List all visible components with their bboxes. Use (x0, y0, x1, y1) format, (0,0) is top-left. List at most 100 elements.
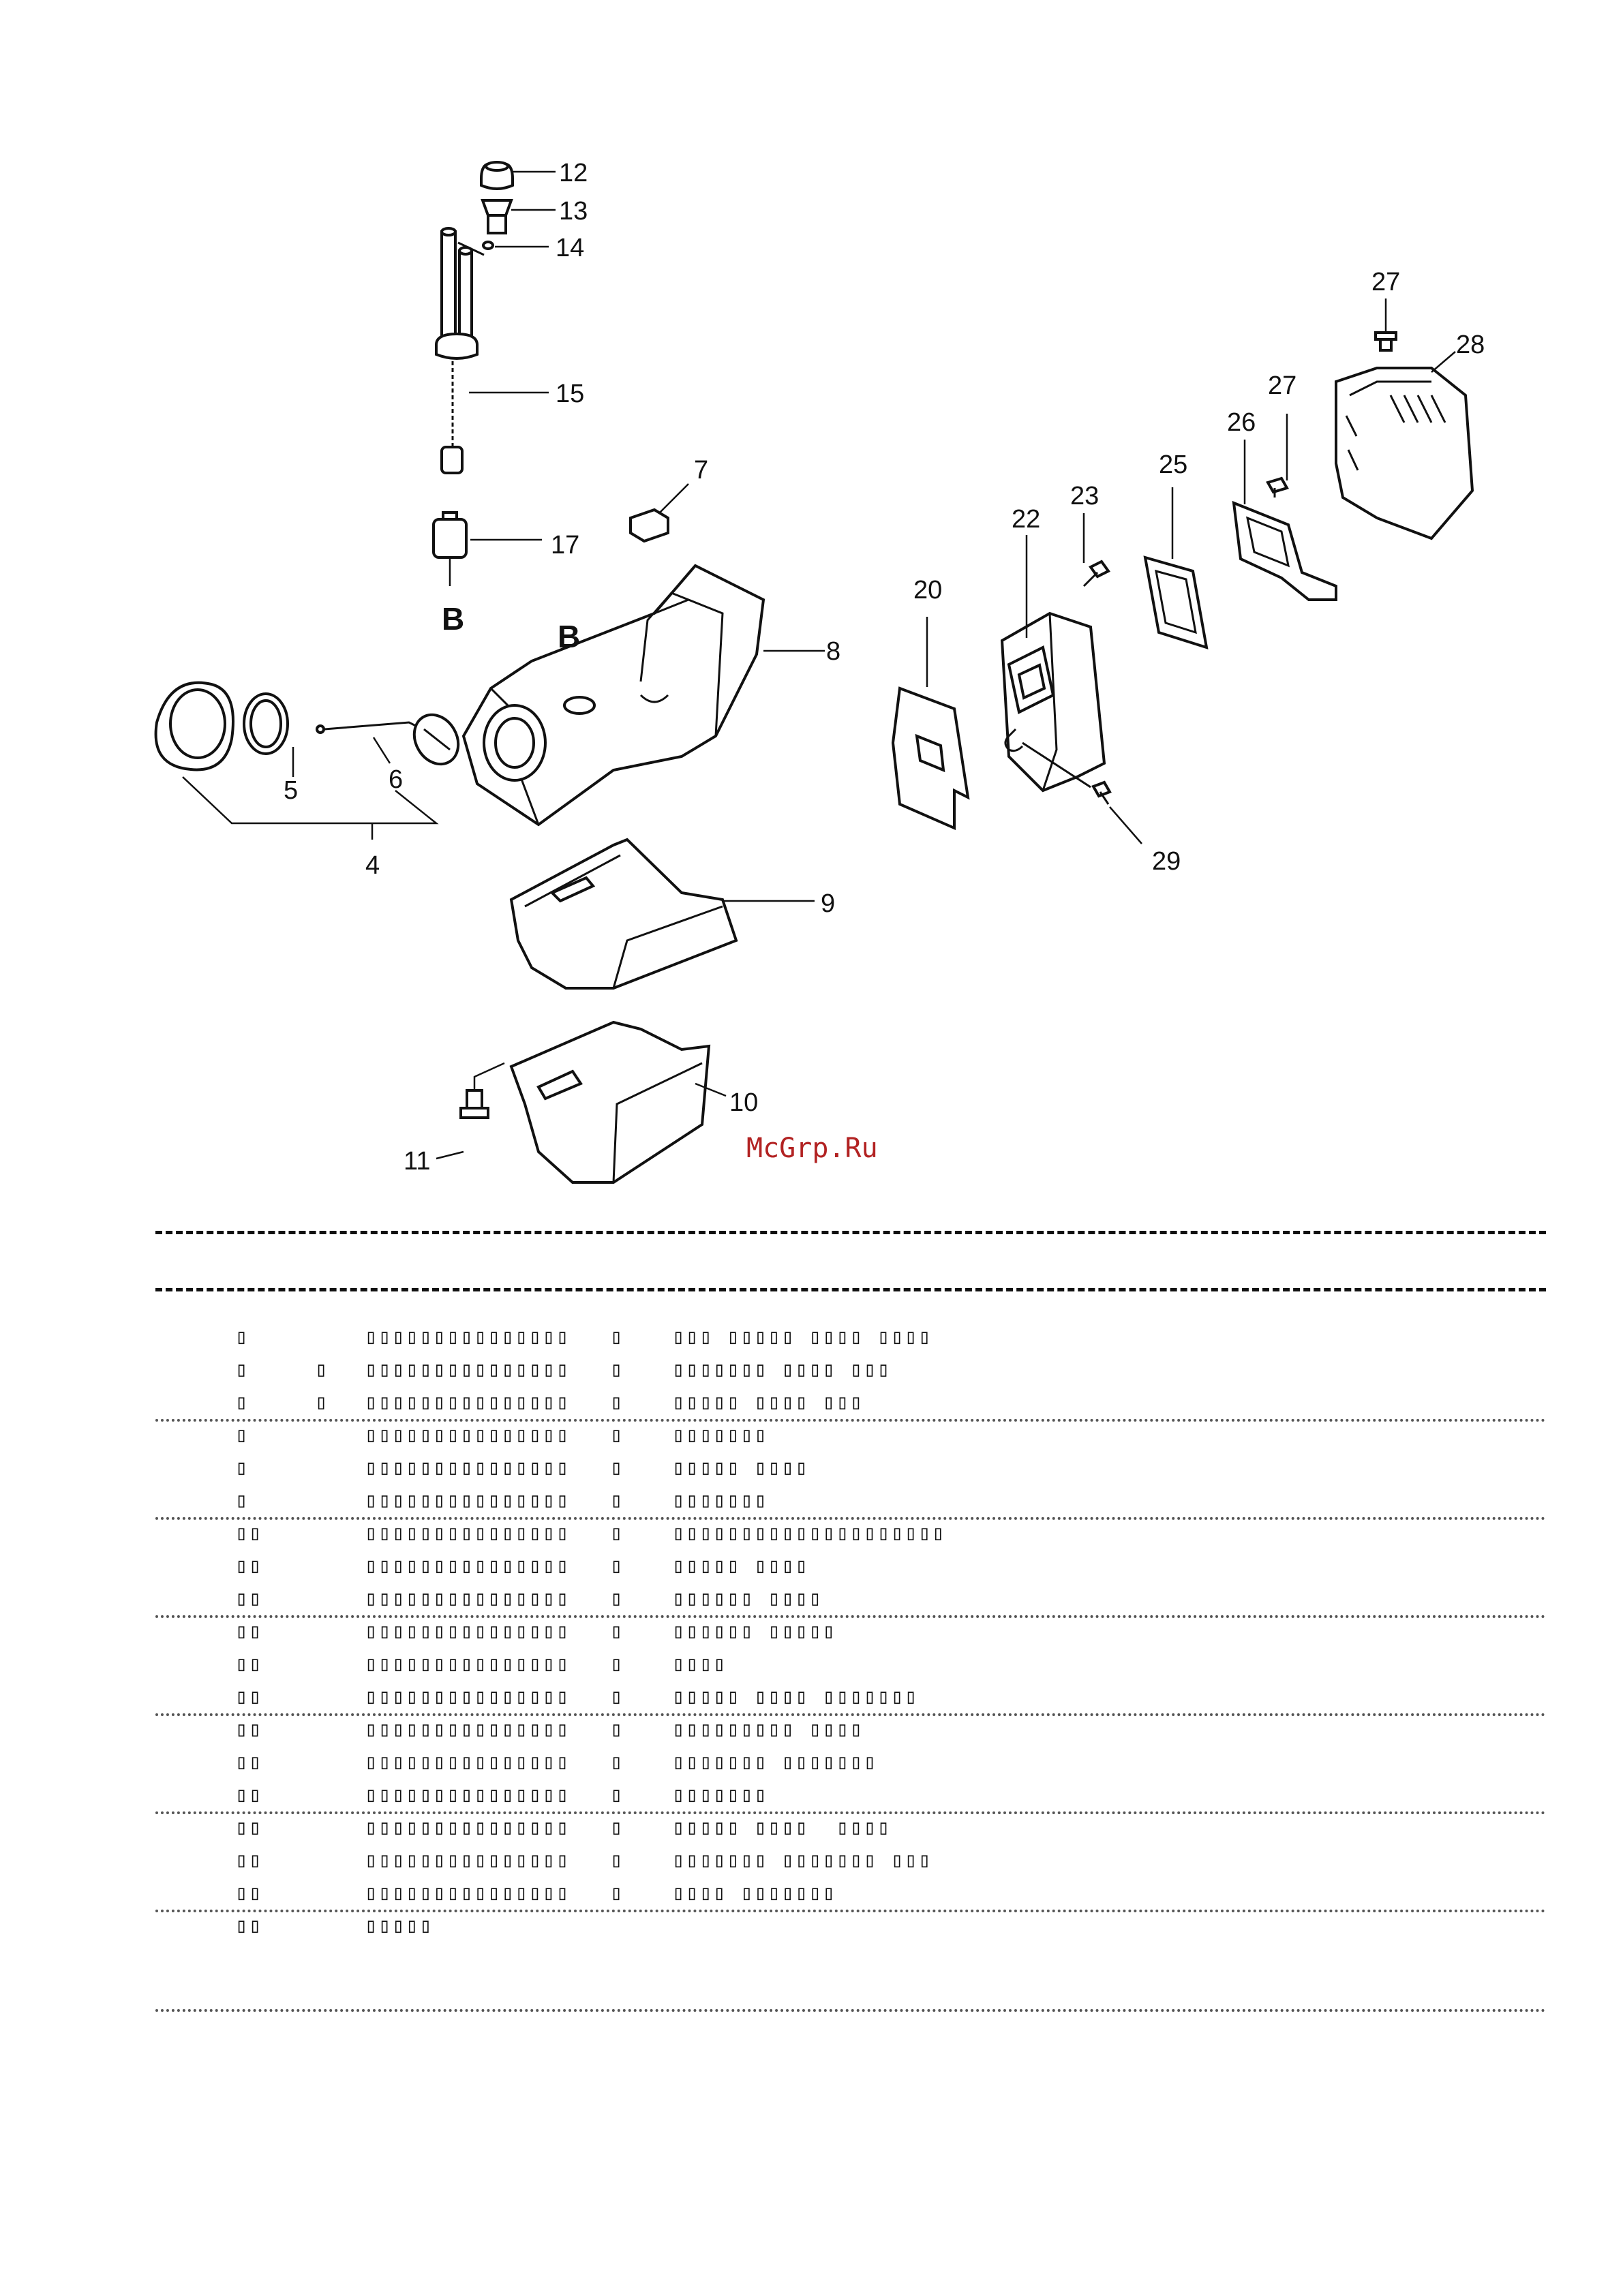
callout-13: 13 (559, 197, 588, 226)
row-no: ▯ (235, 1358, 249, 1381)
row-desc: ▯▯▯▯ (672, 1652, 727, 1676)
row-no: ▯ (235, 1390, 249, 1414)
table-row: ▯▯ ▯▯▯▯▯ (0, 1911, 1623, 1944)
row-code: ▯▯▯▯▯▯▯▯▯▯▯▯▯▯▯ (365, 1521, 570, 1545)
row-no: ▯▯ (235, 1619, 263, 1643)
row-code: ▯▯▯▯▯▯▯▯▯▯▯▯▯▯▯ (365, 1423, 570, 1447)
part-23-drawing (1082, 560, 1110, 587)
callout-9: 9 (821, 889, 835, 918)
part-22-drawing (1000, 611, 1106, 793)
row-code: ▯▯▯▯▯▯▯▯▯▯▯▯▯▯▯ (365, 1783, 570, 1807)
row-code: ▯▯▯▯▯▯▯▯▯▯▯▯▯▯▯ (365, 1816, 570, 1839)
table-row: ▯ ▯ ▯▯▯▯▯▯▯▯▯▯▯▯▯▯▯ ▯ ▯▯▯▯▯ ▯▯▯▯ ▯▯▯ (0, 1388, 1623, 1420)
row-code: ▯▯▯▯▯▯▯▯▯▯▯▯▯▯▯ (365, 1587, 570, 1610)
callout-12: 12 (559, 159, 588, 187)
row-desc: ▯▯▯▯▯▯ ▯▯▯▯▯ (672, 1619, 836, 1643)
row-qty: ▯ (610, 1848, 624, 1872)
callout-14: 14 (556, 234, 584, 262)
row-qty: ▯ (610, 1816, 624, 1839)
row-no: ▯ (235, 1488, 249, 1512)
part-28-drawing (1335, 367, 1474, 540)
table-row: ▯▯ ▯▯▯▯▯▯▯▯▯▯▯▯▯▯▯ ▯ ▯▯▯▯▯▯▯ ▯▯▯▯▯▯▯ ▯▯▯ (0, 1846, 1623, 1878)
part-13-drawing (481, 199, 513, 234)
table-row: ▯▯ ▯▯▯▯▯▯▯▯▯▯▯▯▯▯▯ ▯ ▯▯▯▯▯▯▯ (0, 1780, 1623, 1813)
row-code: ▯▯▯▯▯ (365, 1914, 434, 1938)
table-bottom-rule (155, 2009, 1546, 2012)
part-25-drawing (1143, 555, 1209, 649)
row-no: ▯ (235, 1423, 249, 1447)
callout-17: 17 (551, 531, 579, 560)
row-qty: ▯ (610, 1554, 624, 1578)
row-no: ▯▯ (235, 1816, 263, 1839)
row-qty: ▯ (610, 1619, 624, 1643)
row-mark: ▯ (315, 1358, 329, 1381)
row-desc: ▯▯▯▯▯▯▯ (672, 1783, 768, 1807)
row-qty: ▯ (610, 1488, 624, 1512)
row-qty: ▯ (610, 1325, 624, 1349)
table-row: ▯ ▯▯▯▯▯▯▯▯▯▯▯▯▯▯▯ ▯ ▯▯▯▯▯ ▯▯▯▯ (0, 1453, 1623, 1486)
row-desc: ▯▯▯▯▯▯▯▯▯▯▯▯▯▯▯▯▯▯▯▯ (672, 1521, 946, 1545)
row-no: ▯▯ (235, 1848, 263, 1872)
part-17-drawing (432, 511, 468, 586)
row-qty: ▯ (610, 1881, 624, 1905)
row-desc: ▯▯▯▯▯▯▯ (672, 1423, 768, 1447)
callout-25: 25 (1159, 450, 1187, 479)
table-row: ▯▯ ▯▯▯▯▯▯▯▯▯▯▯▯▯▯▯ ▯ ▯▯▯▯ (0, 1649, 1623, 1682)
table-row: ▯ ▯▯▯▯▯▯▯▯▯▯▯▯▯▯▯ ▯ ▯▯▯ ▯▯▯▯▯ ▯▯▯▯ ▯▯▯▯ (0, 1322, 1623, 1355)
table-row: ▯▯ ▯▯▯▯▯▯▯▯▯▯▯▯▯▯▯ ▯ ▯▯▯▯▯▯▯ ▯▯▯▯▯▯▯ (0, 1747, 1623, 1780)
row-qty: ▯ (610, 1750, 624, 1774)
row-desc: ▯▯▯▯▯▯▯ ▯▯▯▯▯▯▯ (672, 1750, 877, 1774)
row-qty: ▯ (610, 1685, 624, 1709)
table-row: ▯▯ ▯▯▯▯▯▯▯▯▯▯▯▯▯▯▯ ▯ ▯▯▯▯▯▯▯▯▯ ▯▯▯▯ (0, 1715, 1623, 1747)
row-desc: ▯▯▯▯▯▯▯ ▯▯▯▯▯▯▯ ▯▯▯ (672, 1848, 932, 1872)
part-7-drawing (629, 508, 669, 543)
part-29-drawing (1091, 780, 1112, 805)
fuel-tank-drawing (461, 564, 765, 827)
callout-27-lower: 27 (1268, 371, 1296, 400)
row-desc: ▯▯▯▯▯ ▯▯▯▯ ▯▯▯▯ (672, 1816, 891, 1839)
exploded-parts-diagram: 4 5 6 7 8 9 10 11 12 13 14 15 17 20 22 2… (154, 159, 1485, 1184)
row-desc: ▯▯▯▯▯▯▯▯▯ ▯▯▯▯ (672, 1717, 864, 1741)
row-no: ▯▯ (235, 1685, 263, 1709)
row-code: ▯▯▯▯▯▯▯▯▯▯▯▯▯▯▯ (365, 1488, 570, 1512)
row-no: ▯▯ (235, 1554, 263, 1578)
callout-26: 26 (1227, 408, 1256, 437)
row-desc: ▯▯▯▯▯ ▯▯▯▯ ▯▯▯▯▯▯▯ (672, 1685, 919, 1709)
group-separator (155, 1910, 1546, 1912)
row-no: ▯▯ (235, 1521, 263, 1545)
row-mark: ▯ (315, 1390, 329, 1414)
row-qty: ▯ (610, 1587, 624, 1610)
row-no: ▯▯ (235, 1881, 263, 1905)
row-qty: ▯ (610, 1521, 624, 1545)
row-qty: ▯ (610, 1423, 624, 1447)
row-qty: ▯ (610, 1390, 624, 1414)
callout-15: 15 (556, 380, 584, 408)
row-desc: ▯▯▯ ▯▯▯▯▯ ▯▯▯▯ ▯▯▯▯ (672, 1325, 932, 1349)
table-row: ▯▯ ▯▯▯▯▯▯▯▯▯▯▯▯▯▯▯ ▯ ▯▯▯▯▯▯ ▯▯▯▯ (0, 1584, 1623, 1617)
gasket-drawing (243, 692, 289, 755)
row-desc: ▯▯▯▯▯ ▯▯▯▯ (672, 1456, 809, 1480)
row-qty: ▯ (610, 1717, 624, 1741)
row-code: ▯▯▯▯▯▯▯▯▯▯▯▯▯▯▯ (365, 1325, 570, 1349)
callout-7: 7 (694, 456, 708, 485)
table-row: ▯▯ ▯▯▯▯▯▯▯▯▯▯▯▯▯▯▯ ▯ ▯▯▯▯▯▯▯▯▯▯▯▯▯▯▯▯▯▯▯… (0, 1518, 1623, 1551)
callout-22: 22 (1012, 505, 1040, 534)
part-9-drawing (509, 838, 738, 990)
row-code: ▯▯▯▯▯▯▯▯▯▯▯▯▯▯▯ (365, 1848, 570, 1872)
part-14-drawing (482, 241, 494, 250)
row-code: ▯▯▯▯▯▯▯▯▯▯▯▯▯▯▯ (365, 1652, 570, 1676)
callout-29: 29 (1152, 847, 1181, 876)
leader-lines (182, 170, 1456, 1160)
table-row: ▯ ▯ ▯▯▯▯▯▯▯▯▯▯▯▯▯▯▯ ▯ ▯▯▯▯▯▯▯ ▯▯▯▯ ▯▯▯ (0, 1355, 1623, 1388)
part-15-drawing (435, 227, 485, 474)
callout-28: 28 (1456, 331, 1485, 359)
row-no: ▯▯ (235, 1717, 263, 1741)
row-no: ▯ (235, 1456, 249, 1480)
table-row: ▯▯ ▯▯▯▯▯▯▯▯▯▯▯▯▯▯▯ ▯ ▯▯▯▯▯▯ ▯▯▯▯▯ (0, 1617, 1623, 1649)
row-code: ▯▯▯▯▯▯▯▯▯▯▯▯▯▯▯ (365, 1554, 570, 1578)
row-desc: ▯▯▯▯ ▯▯▯▯▯▯▯ (672, 1881, 836, 1905)
row-code: ▯▯▯▯▯▯▯▯▯▯▯▯▯▯▯ (365, 1358, 570, 1381)
part-27-upper-drawing (1374, 331, 1397, 352)
group-separator (155, 1517, 1546, 1520)
table-row: ▯ ▯▯▯▯▯▯▯▯▯▯▯▯▯▯▯ ▯ ▯▯▯▯▯▯▯ (0, 1486, 1623, 1518)
